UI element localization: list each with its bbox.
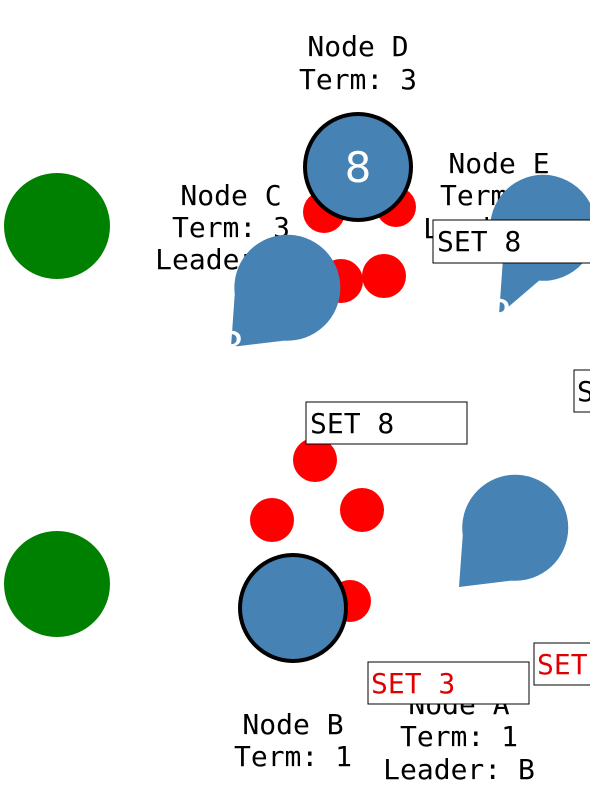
node-d-term: Term: 3: [299, 63, 417, 96]
client-circle-bottom[interactable]: [4, 531, 110, 637]
node-b-name: Node B: [242, 708, 343, 741]
node-a-leader: Leader: B: [383, 753, 535, 786]
node-c[interactable]: Node C Term: 3 Leader: D 8: [155, 179, 341, 372]
node-c-value: 8: [218, 323, 245, 372]
set-message-br-partial-text: SET 3: [537, 648, 590, 681]
set-message-right-partial-text: SET 8: [577, 375, 590, 408]
set-message-e-text: SET 8: [437, 225, 521, 258]
node-b[interactable]: [238, 553, 348, 663]
message-dot: [293, 438, 337, 482]
node-a[interactable]: [459, 474, 569, 587]
message-dot: [362, 254, 406, 298]
set-message-b: SET 3: [367, 661, 530, 705]
node-e-name: Node E: [448, 147, 549, 180]
node-d-value: 8: [345, 143, 372, 192]
node-b-circle[interactable]: [240, 555, 346, 661]
node-a-circle[interactable]: [459, 474, 569, 587]
set-message-b-text: SET 3: [371, 667, 455, 700]
node-d-name: Node D: [307, 30, 408, 63]
set-message-br-partial: SET 3: [533, 642, 590, 686]
node-d[interactable]: Node D Term: 3 8: [299, 30, 417, 222]
node-c-circle[interactable]: [231, 234, 341, 347]
set-message-mid-text: SET 8: [310, 407, 394, 440]
client-circle-top[interactable]: [4, 173, 110, 279]
node-a-term: Term: 1: [400, 720, 518, 753]
leader-ring: [238, 553, 348, 663]
set-message-right-partial: SET 8: [573, 369, 590, 413]
leader-ring: [303, 112, 413, 222]
node-d-circle[interactable]: [305, 114, 411, 220]
node-b-term: Term: 1: [234, 740, 352, 773]
message-dot: [340, 488, 384, 532]
node-e-value: 8: [486, 291, 513, 340]
node-c-name: Node C: [180, 179, 281, 212]
set-message-mid: SET 8: [305, 401, 468, 445]
set-message-e: SET 8: [432, 219, 590, 264]
message-dot: [250, 498, 294, 542]
